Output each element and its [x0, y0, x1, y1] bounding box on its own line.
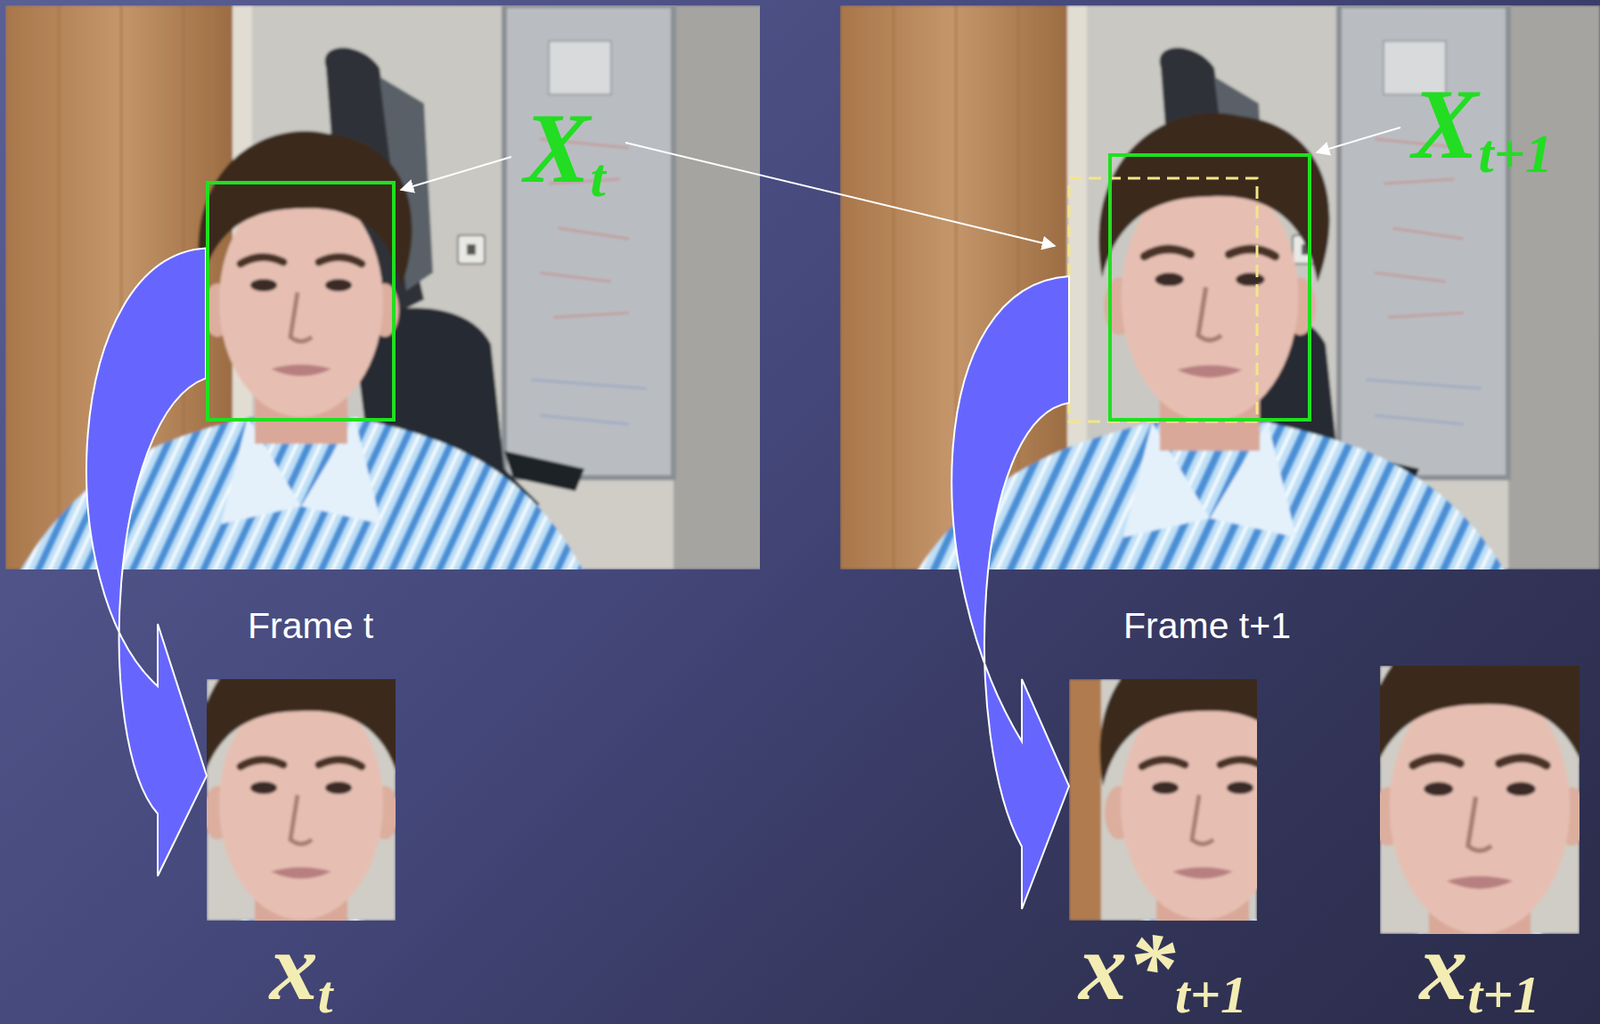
- face-crop: [7, 633, 596, 1024]
- frame-label: Frame t: [247, 605, 374, 646]
- frame-label: Frame t+1: [1123, 605, 1291, 646]
- crop-box: xt+1: [1379, 665, 1580, 934]
- crop-box: xt: [206, 678, 396, 921]
- crop-label: xt: [269, 918, 334, 1021]
- crop-label: xt+1: [1420, 918, 1541, 1021]
- leader-line: [1316, 127, 1401, 153]
- crop-label: x*t+1: [1078, 918, 1248, 1021]
- crop-arrow: [86, 248, 207, 876]
- crop-arrow: [951, 276, 1070, 909]
- face-crop: [1156, 619, 1600, 1024]
- arrow-shape: [86, 248, 207, 876]
- leader-line: [400, 156, 512, 190]
- crop-box: x*t+1: [1069, 678, 1258, 921]
- tracking-box: Xt: [205, 180, 396, 422]
- box-label: Xt+1: [1412, 74, 1553, 181]
- box-label: Xt: [523, 98, 606, 205]
- leader-line: [625, 142, 1055, 246]
- search-window: [1069, 178, 1258, 422]
- tracking-box: Xt+1: [1108, 153, 1312, 422]
